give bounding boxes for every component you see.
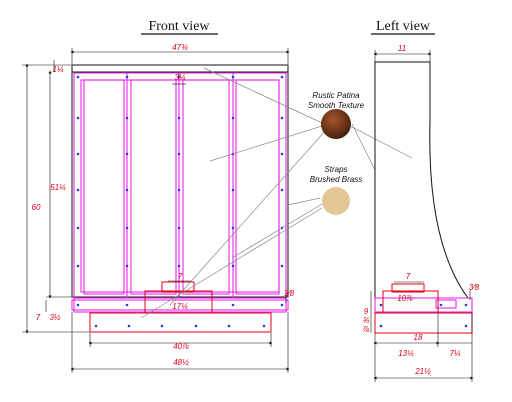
- front-dimension-lines: [22, 48, 290, 373]
- dim-left-b: ¾: [363, 316, 370, 325]
- patina-swatch: [321, 109, 351, 139]
- dim-left-collar-width: 10⅞: [397, 294, 413, 303]
- strap-label-line2: Brushed Brass: [310, 175, 362, 184]
- dim-left-outer-depth: 21½: [414, 367, 431, 376]
- dim-front-outer-width: 48½: [173, 358, 189, 367]
- front-body-outline: [71, 64, 289, 298]
- left-rivets: [379, 303, 468, 328]
- dim-front-height-main: 51¼: [50, 183, 66, 192]
- dim-front-top-band: 1¼: [52, 65, 63, 74]
- dim-front-base-label: 7: [36, 313, 41, 322]
- dim-left-base-width: 18: [414, 333, 423, 342]
- front-top-band: [71, 64, 289, 73]
- dim-front-collar-top: 7: [178, 272, 183, 281]
- dim-left-inner-a: 13¼: [398, 349, 414, 358]
- dim-left-c: ⅞: [363, 325, 370, 334]
- left-view: 11 7 10⅞ 3⁄8 9 ¾ ⅞ 18 13¼ 7¼ 21½: [363, 44, 480, 382]
- dim-left-right-small: 3⁄8: [469, 283, 480, 292]
- finish-label-line1: Rustic Patina: [312, 91, 360, 100]
- left-straps: [374, 297, 473, 313]
- dim-left-top-depth: 11: [398, 44, 406, 53]
- finish-callout: Rustic Patina Smooth Texture: [308, 91, 365, 139]
- strap-label-line1: Straps: [324, 165, 347, 174]
- dim-left-collar-top: 7: [406, 272, 411, 281]
- dim-left-a: 9: [364, 307, 369, 316]
- dim-front-inner-width: 40⅞: [173, 342, 189, 351]
- strap-callout: Straps Brushed Brass: [310, 165, 362, 215]
- dim-front-right-small: 3⁄8: [284, 289, 295, 298]
- left-view-title: Left view: [376, 19, 431, 34]
- dim-front-center-strap: 3¼: [174, 73, 185, 82]
- leader-lines: [140, 67, 413, 319]
- left-body-outline: [374, 61, 469, 299]
- front-view: 47¾ 60 51¼ 1¼ 3¼ 7 3½ 7 17¼ 3⁄8 40⅞ 48½: [22, 43, 413, 373]
- dim-left-inner-b: 7¼: [449, 349, 460, 358]
- finish-label-line2: Smooth Texture: [308, 101, 365, 110]
- left-collar: [374, 283, 473, 334]
- strap-frame: [71, 72, 289, 313]
- dim-front-height-total: 60: [32, 203, 41, 212]
- left-dimension-lines: [370, 50, 474, 382]
- brass-swatch: [322, 187, 350, 215]
- rivets: [76, 75, 284, 328]
- dim-front-width-top: 47¾: [172, 43, 188, 52]
- front-collar: [89, 281, 272, 333]
- front-view-title: Front view: [148, 19, 210, 34]
- dim-front-bottom-band: 3½: [49, 313, 60, 322]
- dim-front-collar-width: 17¼: [172, 302, 188, 311]
